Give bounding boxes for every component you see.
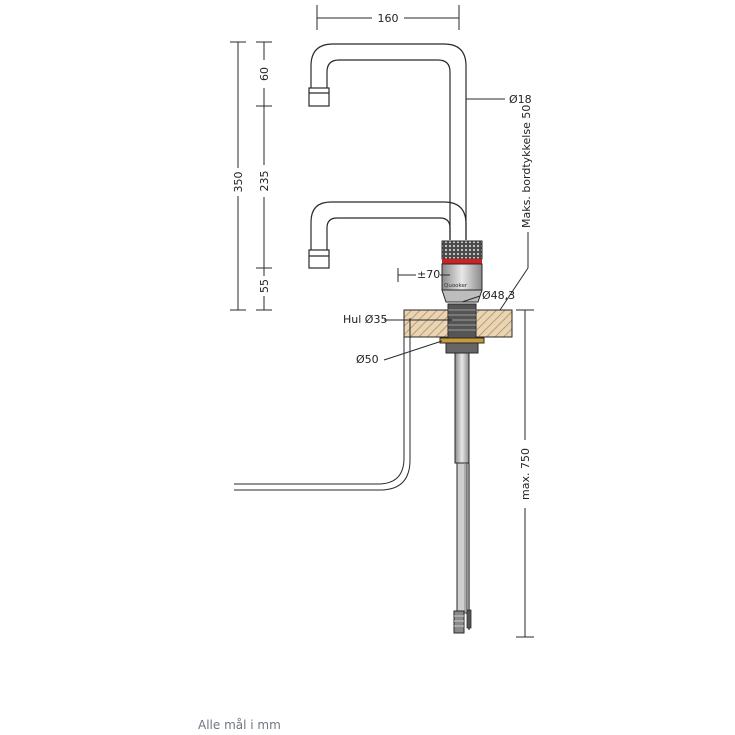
pipe-diameter-label: Ø18 [509,93,532,106]
washer [439,337,485,344]
tap-base [441,289,483,303]
tap-body [441,240,483,303]
connector [453,610,465,634]
lower-segment-label: 55 [258,279,271,293]
lock-nut [445,342,479,354]
top-width-dimension [316,5,460,30]
under-counter-tube [453,352,472,634]
units-note: Alle mål i mm [198,718,281,732]
brand-mark: Quooker [444,283,468,289]
tap-collar [441,263,483,291]
hose-inner [234,318,411,491]
red-band [442,259,482,264]
max-length-dimension [516,309,534,638]
knurled-knob [441,240,483,260]
total-height-dimension [230,41,246,311]
max-length-label: max. 750 [519,448,532,500]
segment-dimensions [256,41,272,311]
spout-upper-outline [308,43,467,240]
top-width-label: 160 [378,12,399,25]
countertop-thickness-label: Maks. bordtykkelse 50 [520,105,533,228]
upper-segment-label: 60 [258,67,271,81]
middle-segment-label: 235 [258,171,271,192]
spout-lower-outline [308,201,467,269]
base-diameter-leader [461,295,481,303]
countertop-leader [499,267,529,311]
hose-outer [234,318,405,485]
washer-diameter-label: Ø50 [356,353,379,366]
base-diameter-label: Ø48,3 [482,289,515,302]
knob-dimension [397,268,450,282]
total-height-label: 350 [232,172,245,193]
knob-dimension-label: ±70 [417,268,440,281]
threaded-shank [447,303,477,339]
countertop [403,303,513,339]
hole-label: Hul Ø35 [343,313,387,326]
washer-leader [383,340,443,361]
